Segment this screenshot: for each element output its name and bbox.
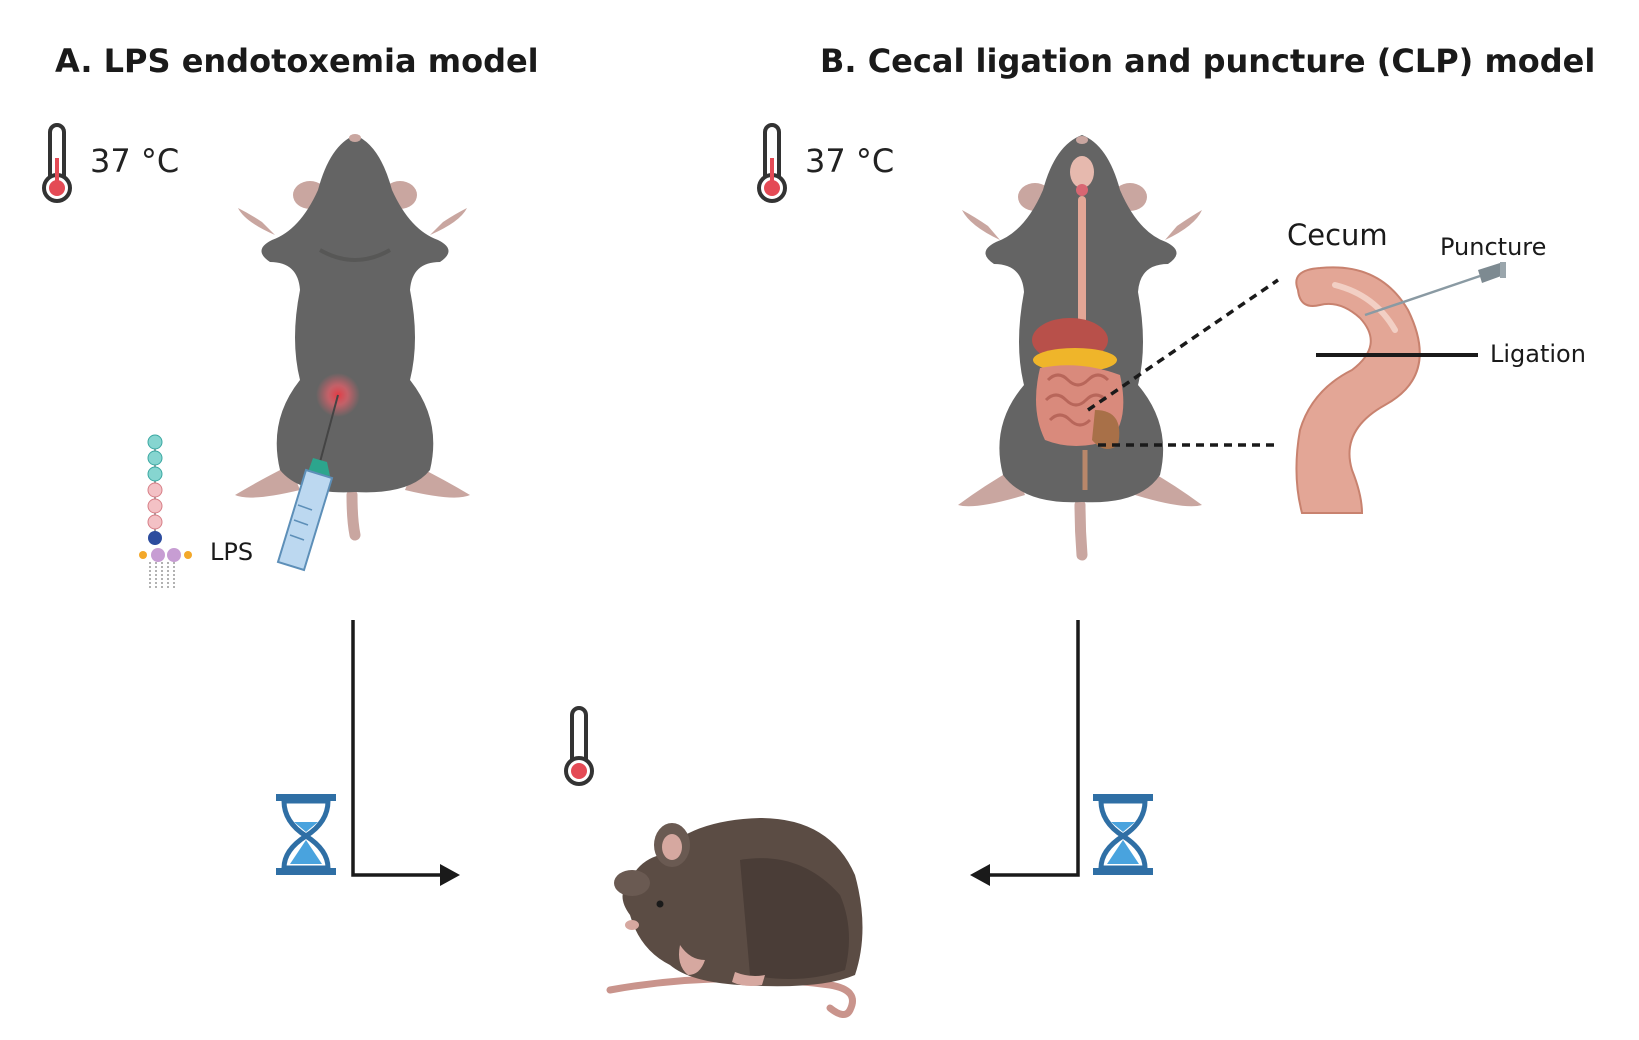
- mouse-a-illustration: [235, 134, 470, 541]
- thermometer-icon: [42, 123, 72, 203]
- cecum-label: Cecum: [1287, 218, 1388, 252]
- lps-molecule-icon: [139, 434, 192, 590]
- pointer-line-upper: [1087, 278, 1279, 412]
- arrow-head-left: [970, 864, 990, 886]
- lps-label: LPS: [210, 538, 254, 566]
- panel-a-title: A. LPS endotoxemia model: [55, 42, 539, 80]
- needle-icon: [1364, 262, 1506, 317]
- arrow-icon: [990, 620, 1080, 877]
- arrow-icon: [351, 620, 440, 877]
- puncture-label: Puncture: [1440, 233, 1547, 261]
- panel-b-temperature: 37 °C: [805, 142, 895, 180]
- arrow-head-right: [440, 864, 460, 886]
- hourglass-icon: [1093, 794, 1153, 875]
- hourglass-icon: [276, 794, 336, 875]
- panel-a-temperature: 37 °C: [90, 142, 180, 180]
- cecum-illustration: [1295, 266, 1421, 514]
- thermometer-icon: [564, 706, 594, 786]
- syringe-icon: [276, 394, 339, 572]
- sick-mouse-illustration: [606, 818, 863, 1018]
- ligation-label: Ligation: [1490, 340, 1586, 368]
- mouse-b-illustration: [958, 135, 1202, 561]
- panel-b-title: B. Cecal ligation and puncture (CLP) mod…: [820, 42, 1596, 80]
- thermometer-icon: [757, 123, 787, 203]
